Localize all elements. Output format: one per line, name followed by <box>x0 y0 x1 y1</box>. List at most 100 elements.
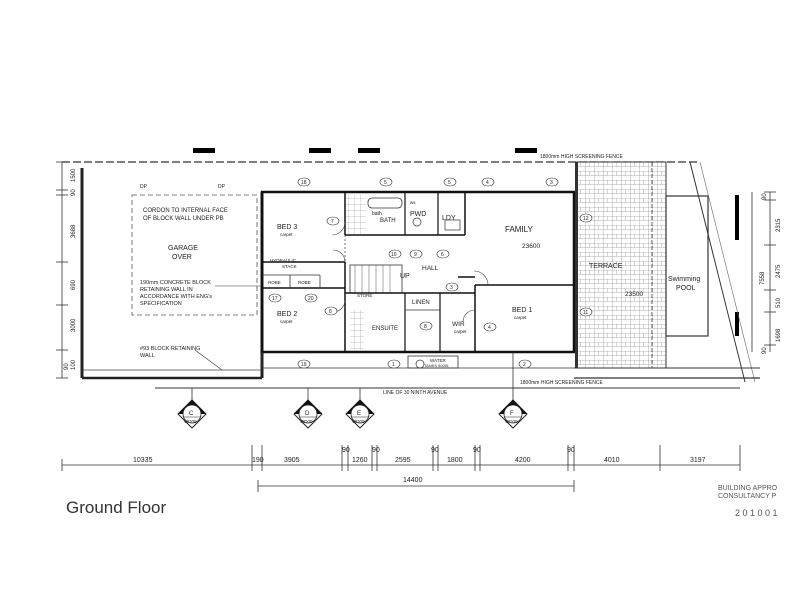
cordon-note: CORDON TO INTERNAL FACE <box>143 208 228 214</box>
stair-up: UP <box>400 273 410 280</box>
window-tag: 7 <box>326 216 340 226</box>
room-bed1: BED 1 <box>512 307 532 314</box>
window-tag: 12 <box>579 213 593 223</box>
room-bed1-floor: carpet <box>514 315 527 320</box>
street-line-label: LINE OF 30 NINTH AVENUE <box>383 390 448 396</box>
level-family: 23600 <box>522 243 540 250</box>
bottom-dim: 90 <box>567 447 575 454</box>
room-labels: BED 3 carpet HYDRAULIC STACK ROBE ROBE B… <box>268 200 700 368</box>
left-dim-6: 100 <box>71 359 77 370</box>
room-wir-floor: carpet <box>454 329 467 334</box>
bottom-dim: 190 <box>252 457 264 464</box>
window-tag: 6 <box>436 249 450 259</box>
bottom-dim: 90 <box>342 447 350 454</box>
left-dimension-chain: 1500 90 3688 690 3000 100 90 <box>56 161 77 379</box>
svg-text:WD09: WD09 <box>300 419 313 424</box>
block-wall-note: SPECIFICATION <box>140 301 182 307</box>
svg-text:12: 12 <box>583 216 589 222</box>
room-wir: WIR <box>452 321 465 328</box>
robe-label: ROBE <box>268 280 281 285</box>
left-dim-1: 1500 <box>71 168 77 182</box>
section-marker-d[interactable]: D WD09 <box>293 388 323 429</box>
left-dim-2: 90 <box>71 189 77 196</box>
right-dimension-chain: 90 2315 2475 510 1698 90 7558 <box>751 191 782 354</box>
hydraulic-stack: STACK <box>282 264 297 269</box>
room-bed2: BED 2 <box>277 311 297 318</box>
svg-text:4: 4 <box>486 180 489 186</box>
bottom-dim: 10335 <box>133 457 153 464</box>
svg-text:3: 3 <box>450 285 453 291</box>
house-walls <box>260 190 576 369</box>
bottom-fence-label: 1800mm HIGH SCREENING FENCE <box>520 380 603 386</box>
svg-text:E: E <box>357 411 361 417</box>
store-label: STORE <box>357 293 372 298</box>
svg-text:19: 19 <box>301 362 307 368</box>
window-tag: 9 <box>409 249 423 259</box>
retaining-wall-note: #93 BLOCK RETAINING <box>140 346 200 352</box>
garage-label: OVER <box>172 254 192 261</box>
room-pwd: PWD <box>410 211 426 218</box>
room-bed2-floor: carpet <box>280 319 293 324</box>
retaining-wall-note: WALL <box>140 353 155 359</box>
approval-stamp: BUILDING APPRO CONSULTANCY P 2 0 1 0 0 1 <box>718 485 778 518</box>
garage-label: GARAGE <box>168 245 198 252</box>
window-tag: 10 <box>388 249 402 259</box>
robe-label: ROBE <box>298 280 311 285</box>
section-markers: C WD08 D WD09 E WD09 F <box>177 352 528 429</box>
svg-text:WD09: WD09 <box>352 419 365 424</box>
water-tanks: WATER <box>430 358 446 363</box>
svg-text:18: 18 <box>301 180 307 186</box>
overall-dim: 14400 <box>403 477 423 484</box>
block-wall-note: ACCORDANCE WITH ENG's <box>140 294 212 300</box>
right-dim-6: 90 <box>762 347 768 354</box>
window-tag: 3 <box>445 282 459 292</box>
water-tanks: TANKS 5000L <box>424 363 450 368</box>
section-marker-e[interactable]: E WD09 <box>345 388 375 429</box>
window-tag: 4 <box>481 177 495 187</box>
section-marker-f[interactable]: F WD09 <box>498 352 528 429</box>
bottom-dimension-chain: 10335 190 3905 90 1260 90 2595 90 1800 9… <box>61 445 741 492</box>
window-tag: 8 <box>419 321 433 331</box>
svg-text:4: 4 <box>488 325 491 331</box>
window-tag: 19 <box>297 359 311 369</box>
svg-text:17: 17 <box>272 296 278 302</box>
svg-text:5: 5 <box>448 180 451 186</box>
svg-text:1: 1 <box>392 362 395 368</box>
cordon-note: OF BLOCK WALL UNDER PB <box>143 216 224 222</box>
svg-text:7: 7 <box>331 219 334 225</box>
ws-fixture: ws <box>410 200 416 205</box>
bottom-dim: 3905 <box>284 457 300 464</box>
right-dim-total: 7558 <box>760 271 766 285</box>
bottom-dim: 4010 <box>604 457 620 464</box>
bath-fixture: bath <box>372 211 382 217</box>
block-wall-note: 190mm CONCRETE BLOCK <box>140 280 211 286</box>
terrace-and-pool <box>574 161 760 383</box>
bottom-dim: 90 <box>473 447 481 454</box>
svg-text:20: 20 <box>308 296 314 302</box>
svg-text:D: D <box>305 411 310 417</box>
section-marker-c[interactable]: C WD08 <box>177 388 207 429</box>
right-dim-2: 2315 <box>776 218 782 232</box>
svg-text:2: 2 <box>523 362 526 368</box>
window-tag: 20 <box>304 293 318 303</box>
window-tag: 8 <box>324 306 338 316</box>
dp-label: DP <box>218 184 226 190</box>
svg-text:8: 8 <box>329 309 332 315</box>
bottom-dim: 90 <box>431 447 439 454</box>
left-dim-3: 3688 <box>71 224 77 238</box>
bottom-dim: 1800 <box>447 457 463 464</box>
bottom-dim: 90 <box>372 447 380 454</box>
window-tag: 5 <box>443 177 457 187</box>
area-terrace: TERRACE <box>589 263 623 270</box>
svg-text:11: 11 <box>583 310 588 316</box>
room-family: FAMILY <box>505 225 534 234</box>
garage-area: DP DP CORDON TO INTERNAL FACE OF BLOCK W… <box>80 168 264 380</box>
room-ldy: LDY <box>442 215 456 222</box>
left-dim-4: 690 <box>71 279 77 290</box>
area-pool: Swimming <box>668 276 700 283</box>
level-terrace: 23500 <box>625 291 643 298</box>
svg-text:2 0 1 0 0 1: 2 0 1 0 0 1 <box>735 508 778 518</box>
left-dim-7: 90 <box>64 363 70 370</box>
bottom-dim: 3197 <box>690 457 706 464</box>
svg-text:9: 9 <box>414 252 417 258</box>
